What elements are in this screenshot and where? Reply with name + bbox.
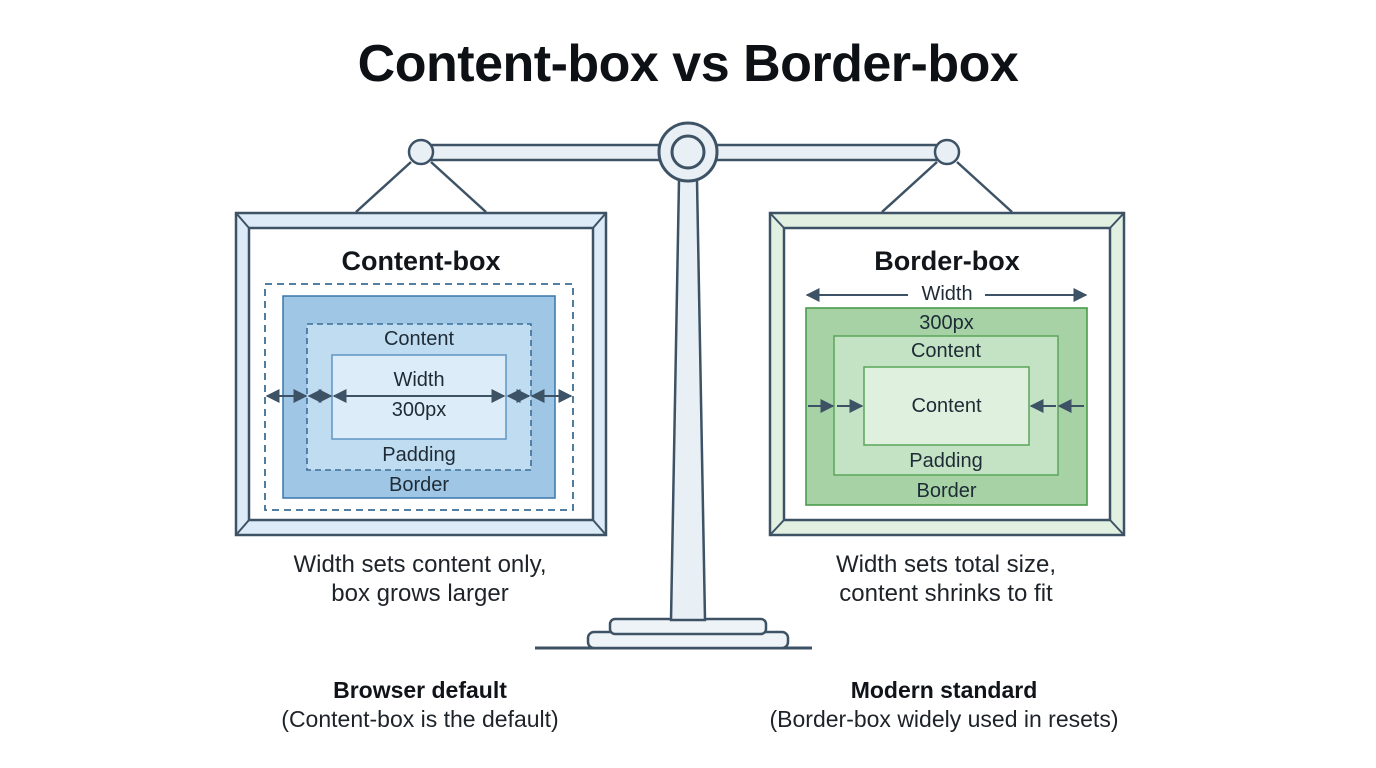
border-box-heading: Border-box [874, 246, 1020, 276]
content-box-caption-line2: box grows larger [331, 580, 509, 607]
border-box-outer-content-label: Content [910, 340, 982, 362]
content-box-footer-note: (Content-box is the default) [281, 706, 559, 732]
content-box-width-label: Width [393, 369, 445, 391]
page-title: Content-box vs Border-box [357, 35, 1019, 93]
border-box-padding-label: Padding [909, 450, 983, 472]
border-box-caption-line1: Width sets total size, [835, 551, 1057, 578]
border-box-caption-line2: content shrinks to fit [839, 580, 1053, 607]
content-box-footer-heading: Browser default [333, 677, 507, 703]
border-box-footer-note: (Border-box widely used in resets) [769, 706, 1119, 732]
content-box-size-label: 300px [391, 399, 447, 421]
border-box-model [805, 288, 1088, 506]
content-box-heading: Content-box [341, 246, 501, 276]
border-box-footer-heading: Modern standard [850, 677, 1038, 703]
border-box-border-label: Border [916, 480, 977, 502]
border-box-width-label: Width [921, 283, 973, 305]
scale-beam [407, 121, 961, 183]
scale-strings [355, 161, 1013, 213]
content-box-border-label: Border [388, 474, 450, 496]
content-box-model [264, 283, 574, 511]
border-box-size-label: 300px [919, 312, 974, 334]
content-box-padding-label: Padding [382, 444, 456, 466]
content-box-caption-line1: Width sets content only, [293, 551, 547, 578]
content-box-content-label: Content [383, 328, 455, 350]
border-box-inner-content-label: Content [911, 395, 982, 417]
border-box-content-layer [863, 366, 1030, 446]
scale-base [535, 617, 812, 650]
